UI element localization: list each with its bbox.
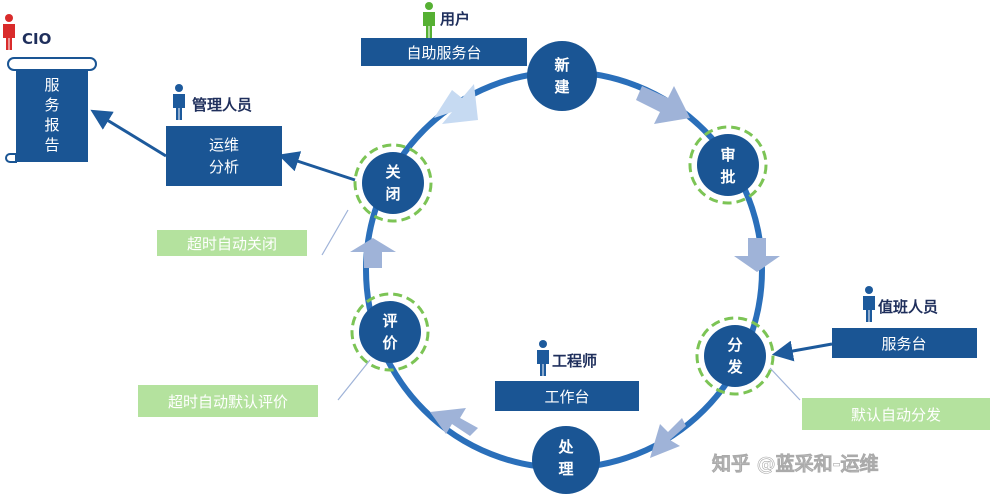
svg-text:关: 关	[385, 163, 400, 181]
svg-text:默认自动分发: 默认自动分发	[851, 406, 941, 424]
role-engineer: 工程师	[552, 352, 597, 370]
note-auto-close: 超时自动关闭	[157, 230, 307, 256]
auto-close-callout	[321, 209, 349, 256]
svg-text:工作台: 工作台	[544, 388, 589, 406]
svg-text:建: 建	[554, 78, 570, 96]
svg-text:务: 务	[44, 96, 59, 114]
auto-assign-callout	[769, 367, 801, 401]
evaluate-dashed-ring	[350, 292, 430, 372]
svg-text:价: 价	[382, 334, 398, 352]
svg-text:运维: 运维	[209, 136, 239, 154]
svg-text:发: 发	[726, 358, 743, 376]
person-icon	[537, 340, 549, 376]
role-admin: 管理人员	[192, 96, 252, 114]
auto-evaluate-callout	[337, 359, 371, 401]
svg-text:服务台: 服务台	[881, 335, 926, 353]
svg-text:审: 审	[720, 146, 735, 164]
note-auto-evaluate: 超时自动默认评价	[138, 385, 318, 417]
svg-text:闭: 闭	[385, 185, 400, 203]
person-icon	[423, 2, 435, 38]
svg-text:理: 理	[558, 460, 573, 478]
ring-arrow-evaluate-to-close	[350, 238, 396, 268]
svg-text:超时自动关闭: 超时自动关闭	[187, 235, 277, 253]
ops-analysis-box: 运维 分析	[166, 126, 282, 186]
ring-arrow-close-to-new	[434, 84, 478, 124]
svg-text:分: 分	[727, 336, 742, 354]
role-cio: CIO	[22, 30, 51, 48]
ops-to-report-line	[90, 109, 167, 158]
node-close: 关 闭	[362, 152, 424, 214]
svg-text:告: 告	[44, 136, 59, 154]
svg-text:评: 评	[382, 312, 397, 330]
close-to-ops-line	[278, 151, 356, 182]
person-icon	[3, 14, 15, 50]
ring-arrow-approve-to-assign	[734, 238, 780, 272]
person-icon	[863, 286, 875, 322]
ring-arrow-assign-to-process	[650, 418, 686, 458]
assign-dashed-ring	[695, 316, 775, 396]
node-evaluate: 评 价	[359, 301, 421, 363]
svg-text:新: 新	[554, 56, 569, 74]
self-service-box: 自助服务台	[361, 38, 527, 66]
svg-text:批: 批	[720, 168, 735, 186]
person-icon	[173, 84, 185, 120]
approve-dashed-ring	[688, 125, 768, 205]
node-approve: 审 批	[697, 134, 759, 196]
role-duty: 值班人员	[878, 298, 938, 316]
role-user: 用户	[440, 10, 470, 28]
watermark: 知乎 @蓝采和-运维	[712, 452, 879, 475]
service-report-scroll: 服 务 报 告	[5, 57, 97, 163]
svg-text:服: 服	[44, 76, 59, 94]
ring-arrow-process-to-evaluate	[430, 408, 478, 436]
close-dashed-ring	[353, 143, 433, 223]
service-desk-box: 服务台	[832, 328, 977, 358]
svg-text:分析: 分析	[209, 158, 239, 176]
ring-arrow-new-to-approve	[636, 86, 690, 124]
service-desk-to-assign-line	[771, 340, 833, 362]
svg-text:超时自动默认评价: 超时自动默认评价	[168, 393, 288, 411]
svg-text:报: 报	[44, 116, 59, 134]
node-new: 新 建	[527, 41, 597, 111]
svg-text:处: 处	[557, 438, 574, 456]
note-auto-assign: 默认自动分发	[802, 398, 990, 430]
svg-text:自助服务台: 自助服务台	[406, 44, 481, 62]
workbench-box: 工作台	[495, 381, 639, 411]
node-assign: 分 发	[704, 325, 766, 387]
node-process: 处 理	[532, 426, 600, 494]
